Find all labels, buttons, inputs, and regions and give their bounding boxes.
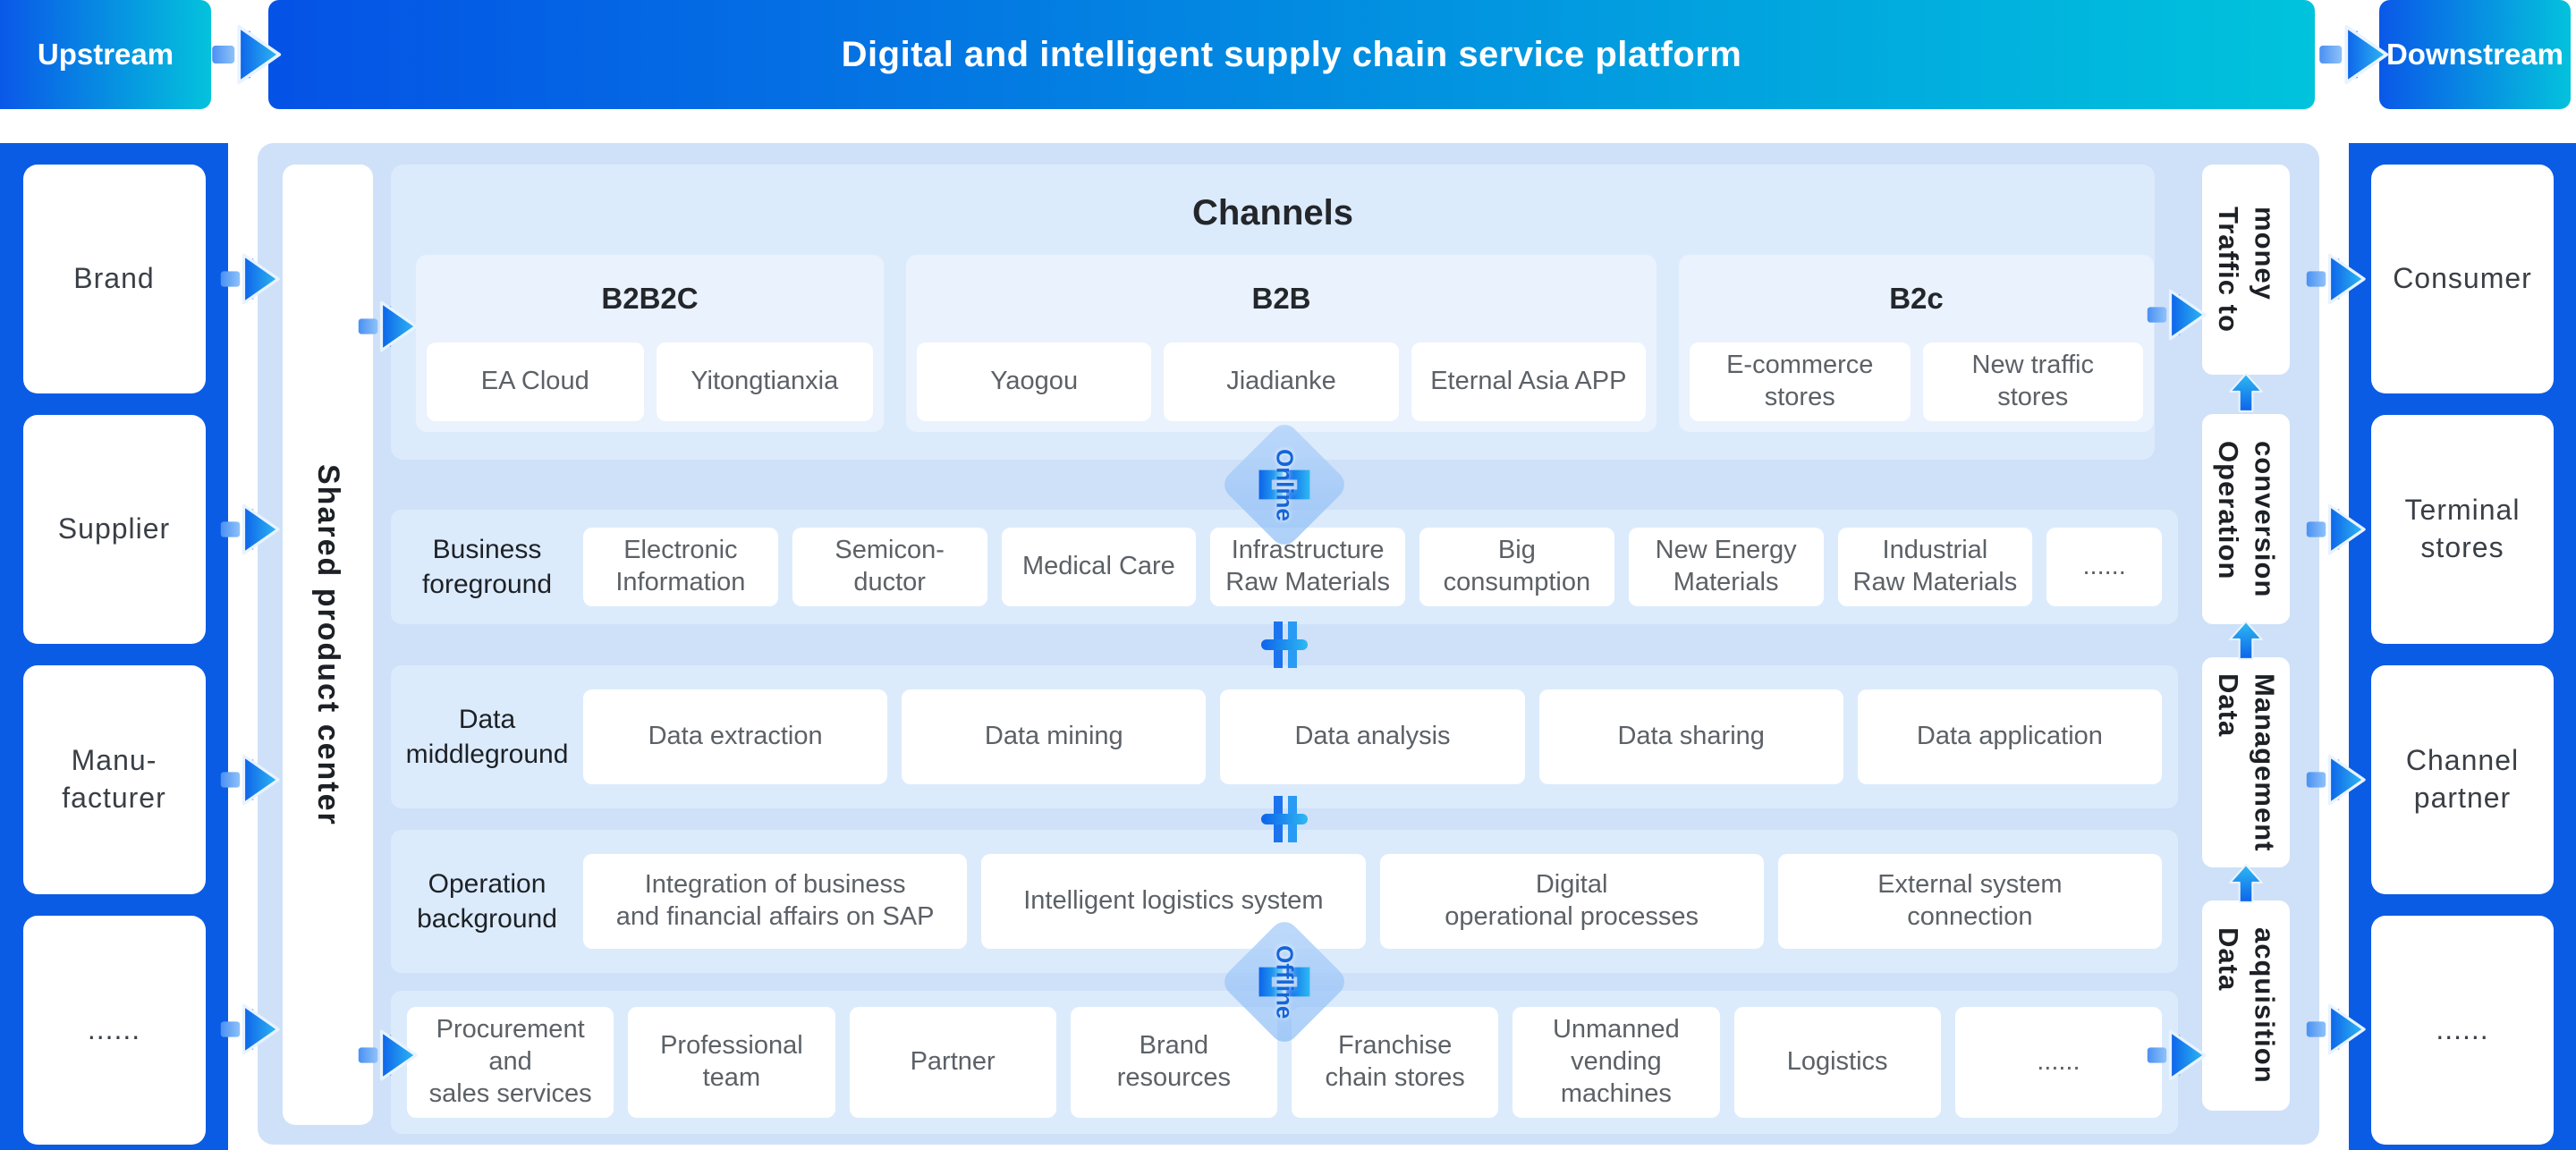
up-arrow-icon — [2227, 620, 2265, 661]
up-arrow-icon — [2227, 372, 2265, 413]
band-item: Industrial Raw Materials — [1837, 528, 2033, 606]
flow-arrow-icon — [356, 300, 420, 353]
band-item: Partner — [849, 1007, 1056, 1118]
left-sidebar-item-more: ...... — [22, 916, 206, 1145]
right-sidebar-item-terminal-stores: Terminal stores — [2371, 415, 2554, 644]
right-sidebar-item-consumer: Consumer — [2371, 165, 2554, 393]
right-bar-label: Operation conversion — [2213, 440, 2281, 598]
platform-banner: Digital and intelligent supply chain ser… — [268, 0, 2315, 109]
channels-panel: Channels B2B2C EA Cloud Yitongtianxia B2… — [391, 165, 2155, 460]
flow-arrow-icon — [2304, 503, 2368, 556]
channel-item: New traffic stores — [1922, 342, 2143, 421]
band-item: Unmanned vending machines — [1513, 1007, 1720, 1118]
channel-group-title: B2B — [1251, 282, 1311, 315]
right-bar-label: Data acquisition — [2213, 927, 2281, 1084]
channel-item: Jiadianke — [1164, 342, 1399, 421]
flow-arrow-icon — [2304, 753, 2368, 807]
channel-group-b2b: B2B Yaogou Jiadianke Eternal Asia APP — [906, 255, 1657, 432]
data-middleground-band: Data middleground Data extraction Data m… — [391, 665, 2178, 808]
right-bar-operation-conversion: Operation conversion — [2202, 414, 2290, 624]
plus-connector-icon — [1256, 791, 1313, 848]
channel-group-items: E-commerce stores New traffic stores — [1679, 342, 2154, 432]
band-item: Data sharing — [1538, 689, 1843, 784]
right-bar-data-acquisition: Data acquisition — [2202, 901, 2290, 1111]
band-item: Professional team — [628, 1007, 835, 1118]
band-item: Big consumption — [1419, 528, 1614, 606]
band-items: Integration of business and financial af… — [583, 854, 2162, 949]
channel-item: Yitongtianxia — [656, 342, 873, 421]
right-bar-label: Data Management — [2213, 672, 2281, 852]
flow-arrow-icon — [2304, 1002, 2368, 1056]
flow-arrow-icon — [218, 753, 283, 807]
channel-item: Eternal Asia APP — [1411, 342, 1646, 421]
channel-group-b2b2c: B2B2C EA Cloud Yitongtianxia — [416, 255, 884, 432]
band-item: ...... — [2046, 528, 2163, 606]
band-item: Data mining — [902, 689, 1207, 784]
band-item: External system connection — [1777, 854, 2162, 949]
band-label: Business foreground — [421, 535, 553, 599]
shared-product-center-bar: Shared product center — [283, 165, 373, 1125]
band-item: Semicon- ductor — [792, 528, 987, 606]
connector-label: Offline — [1271, 944, 1299, 1019]
band-item: ...... — [1954, 1007, 2162, 1118]
flow-arrow-icon — [218, 1002, 283, 1056]
band-item: Franchise chain stores — [1292, 1007, 1499, 1118]
right-sidebar-item-more: ...... — [2371, 916, 2554, 1145]
offline-connector: Offline — [1218, 916, 1351, 1048]
band-item: Logistics — [1733, 1007, 1941, 1118]
left-sidebar: Brand Supplier Manu- facturer ...... — [0, 143, 228, 1150]
right-bar-traffic-to-money: Traffic to money — [2202, 165, 2290, 375]
right-sidebar: Consumer Terminal stores Channel partner… — [2349, 143, 2576, 1150]
band-items: Procurement and sales services Professio… — [407, 1007, 2162, 1118]
band-item: Data application — [1857, 689, 2163, 784]
right-bar-data-management: Data Management — [2202, 657, 2290, 867]
band-item: Electronic Information — [583, 528, 778, 606]
flow-arrow-icon — [2145, 288, 2209, 342]
left-sidebar-item-brand: Brand — [22, 165, 206, 393]
band-item: Brand resources — [1070, 1007, 1277, 1118]
plus-connector-icon — [1256, 616, 1313, 673]
upstream-badge: Upstream — [0, 0, 211, 109]
band-item: Data extraction — [583, 689, 888, 784]
online-connector: Online — [1218, 419, 1351, 551]
flow-arrow-icon — [218, 252, 283, 306]
flow-arrow-icon — [211, 23, 283, 86]
band-item: Medical Care — [1001, 528, 1197, 606]
band-label: Data middleground — [405, 705, 569, 769]
band-items: Electronic Information Semicon- ductor M… — [583, 528, 2163, 606]
band-item: Integration of business and financial af… — [583, 854, 968, 949]
right-sidebar-item-channel-partner: Channel partner — [2371, 665, 2554, 894]
band-item: Procurement and sales services — [407, 1007, 614, 1118]
band-item: Digital operational processes — [1379, 854, 1764, 949]
channel-groups: B2B2C EA Cloud Yitongtianxia B2B Yaogou … — [416, 255, 2155, 432]
channel-group-b2c: B2c E-commerce stores New traffic stores — [1679, 255, 2154, 432]
up-arrow-icon — [2227, 863, 2265, 904]
flow-arrow-icon — [2145, 1028, 2209, 1082]
channel-group-title: B2B2C — [601, 282, 699, 315]
flow-arrow-icon — [218, 503, 283, 556]
channel-group-items: Yaogou Jiadianke Eternal Asia APP — [906, 342, 1657, 432]
channels-title: Channels — [1191, 193, 1354, 233]
channel-group-title: B2c — [1889, 282, 1944, 315]
band-item: New Energy Materials — [1628, 528, 1824, 606]
downstream-badge: Downstream — [2379, 0, 2571, 109]
shared-product-center-label: Shared product center — [311, 463, 345, 826]
channel-item: EA Cloud — [427, 342, 644, 421]
right-bar-label: Traffic to money — [2213, 207, 2281, 333]
platform-banner-title: Digital and intelligent supply chain ser… — [841, 34, 1742, 74]
channel-item: Yaogou — [917, 342, 1152, 421]
band-item: Infrastructure Raw Materials — [1210, 528, 1405, 606]
band-label: Operation background — [417, 869, 557, 934]
channel-group-items: EA Cloud Yitongtianxia — [416, 342, 884, 432]
band-item: Data analysis — [1220, 689, 1525, 784]
flow-arrow-icon — [356, 1028, 420, 1082]
left-sidebar-item-manufacturer: Manu- facturer — [22, 665, 206, 894]
left-sidebar-item-supplier: Supplier — [22, 415, 206, 644]
flow-arrow-icon — [2304, 252, 2368, 306]
channel-item: E-commerce stores — [1690, 342, 1911, 421]
flow-arrow-icon — [2318, 23, 2390, 86]
band-items: Data extraction Data mining Data analysi… — [583, 689, 2163, 784]
connector-label: Online — [1271, 448, 1299, 521]
